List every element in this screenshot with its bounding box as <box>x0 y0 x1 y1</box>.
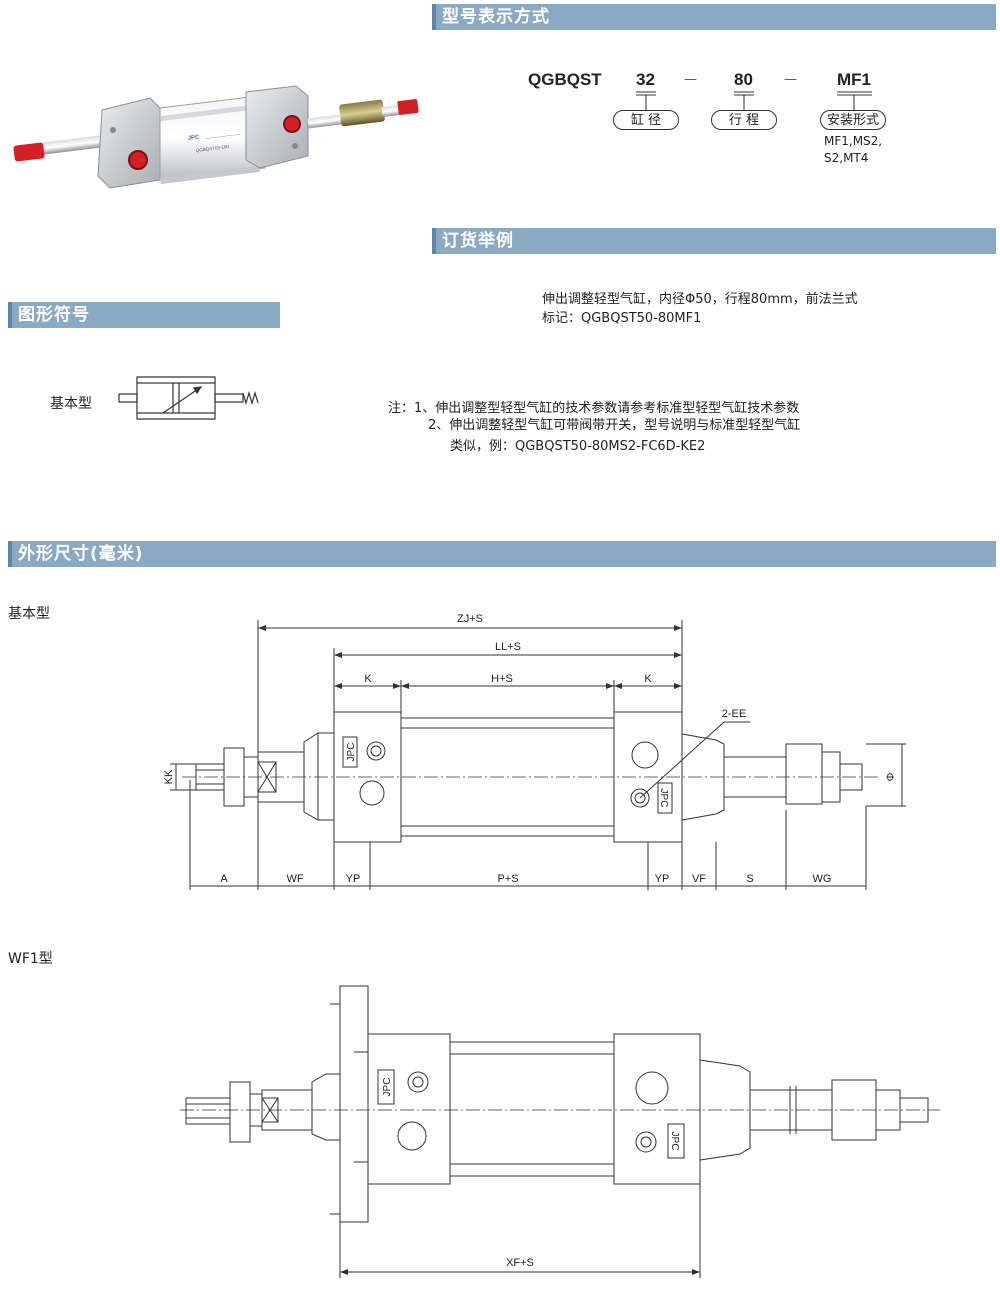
drawing-wf1: XF+S JPC JPC <box>180 985 940 1278</box>
mount-options-2: S2,MT4 <box>824 151 869 165</box>
stroke-label: 行 程 <box>711 110 777 130</box>
model-stroke-value: 80 <box>734 70 753 89</box>
product-photo: JPC ________________ QGBQST63-100 <box>13 85 419 189</box>
jpc-label-basic-1: JPC <box>346 743 357 762</box>
note-line-2: 2、伸出调整轻型气缸可带阀带开关，型号说明与标准型轻型气缸 <box>428 418 801 433</box>
dim-yp-left: YP <box>346 873 361 885</box>
order-line-1: 伸出调整轻型气缸，内径Φ50，行程80mm，前法兰式 <box>542 292 858 307</box>
dim-a: A <box>220 873 228 885</box>
dim-k-right: K <box>644 673 652 685</box>
mount-label: 安装形式 <box>820 110 886 130</box>
note-line-1: 注：1、伸出调整型轻型气缸的技术参数请参考标准型轻型气缸技术参数 <box>388 401 800 416</box>
note-line-3: 类似，例：QGBQST50-80MS2-FC6D-KE2 <box>450 439 706 454</box>
dim-xf: XF+S <box>506 1257 534 1269</box>
svg-text:JPC: JPC <box>188 135 201 142</box>
cylinder-symbol <box>118 376 259 420</box>
section-bar-model: 型号表示方式 <box>432 4 996 30</box>
dim-yp-right: YP <box>655 873 670 885</box>
dim-ee: 2-EE <box>722 708 746 720</box>
model-dash-1: — <box>684 72 697 87</box>
svg-text:________________: ________________ <box>204 130 242 140</box>
dim-kk: KK <box>163 769 175 784</box>
section-bar-order: 订货举例 <box>432 228 996 254</box>
dim-zj: ZJ+S <box>457 613 483 625</box>
dim-ll: LL+S <box>495 641 521 653</box>
jpc-label-wf1-2: JPC <box>669 1132 680 1151</box>
section-bar-symbol: 图形符号 <box>8 302 280 328</box>
order-line-2: 标记：QGBQST50-80MF1 <box>542 311 702 326</box>
symbol-label: 基本型 <box>50 396 92 412</box>
dim-s: S <box>746 873 753 885</box>
svg-text:QGBQST63-100: QGBQST63-100 <box>196 144 230 153</box>
model-dash-2: — <box>784 72 797 87</box>
model-mount-value: MF1 <box>837 70 871 89</box>
dim-wf: WF <box>286 873 303 885</box>
dim-h: H+S <box>491 673 513 685</box>
dim-p: P+S <box>497 873 518 885</box>
dim-vf: VF <box>692 873 706 885</box>
dim-k-left: K <box>364 673 372 685</box>
dim-wg: WG <box>813 873 832 885</box>
model-bore-value: 32 <box>636 70 655 89</box>
drawing-wf1-title: WF1型 <box>8 951 53 967</box>
model-prefix: QGBQST <box>528 70 602 89</box>
section-bar-dims: 外形尺寸(毫米) <box>8 541 996 567</box>
jpc-label-basic-2: JPC <box>658 789 669 808</box>
drawing-basic-title: 基本型 <box>8 606 50 622</box>
bore-label: 缸 径 <box>613 110 679 130</box>
jpc-label-wf1-1: JPC <box>382 1078 393 1097</box>
model-connector-lines <box>636 91 872 110</box>
drawing-basic: ZJ+S LL+S K H+S K 2-EE A WF YP P+S YP VF… <box>163 613 906 890</box>
dim-phi: Φ <box>885 772 897 781</box>
mount-options-1: MF1,MS2, <box>824 134 883 148</box>
